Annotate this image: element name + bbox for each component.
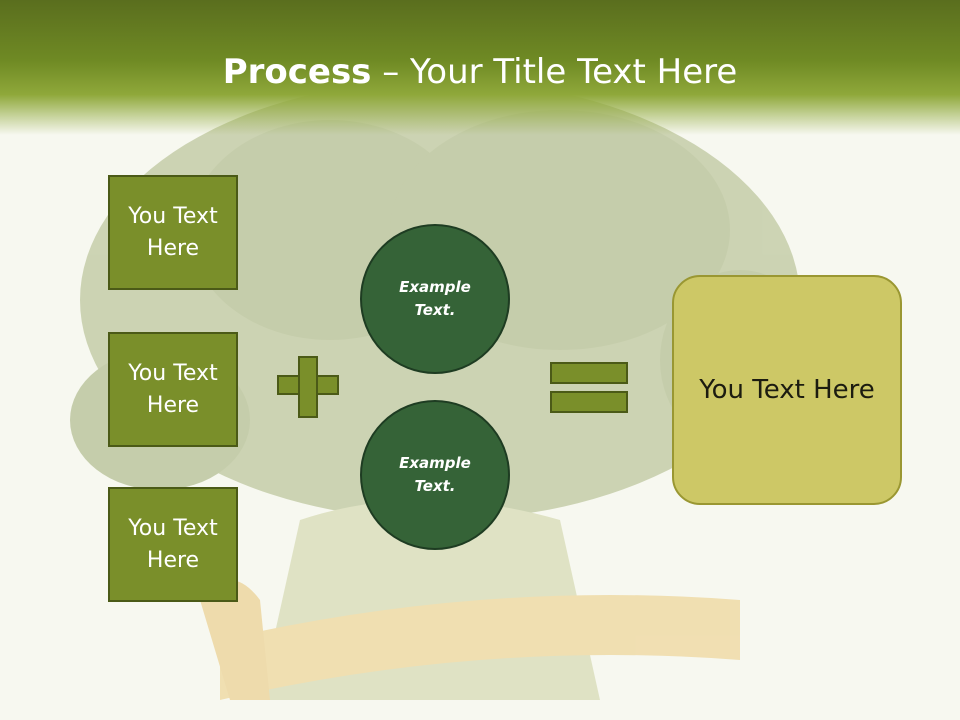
text-box-label: You Text Here <box>128 515 218 573</box>
title-rest: – Your Title Text Here <box>371 52 738 92</box>
slide-title: Process – Your Title Text Here <box>0 52 960 92</box>
text-box-label: You Text Here <box>128 203 218 261</box>
text-box-2[interactable]: You Text Here <box>108 332 238 447</box>
example-circle-1[interactable]: Example Text. <box>360 224 510 374</box>
result-label: You Text Here <box>699 375 875 405</box>
example-circle-2[interactable]: Example Text. <box>360 400 510 550</box>
result-box[interactable]: You Text Here <box>672 275 902 505</box>
text-box-3[interactable]: You Text Here <box>108 487 238 602</box>
text-box-label: You Text Here <box>128 360 218 418</box>
text-box-1[interactable]: You Text Here <box>108 175 238 290</box>
header-bar <box>0 0 960 135</box>
circle-label: Example Text. <box>399 278 471 319</box>
title-bold: Process <box>222 52 372 92</box>
circle-label: Example Text. <box>399 454 471 495</box>
